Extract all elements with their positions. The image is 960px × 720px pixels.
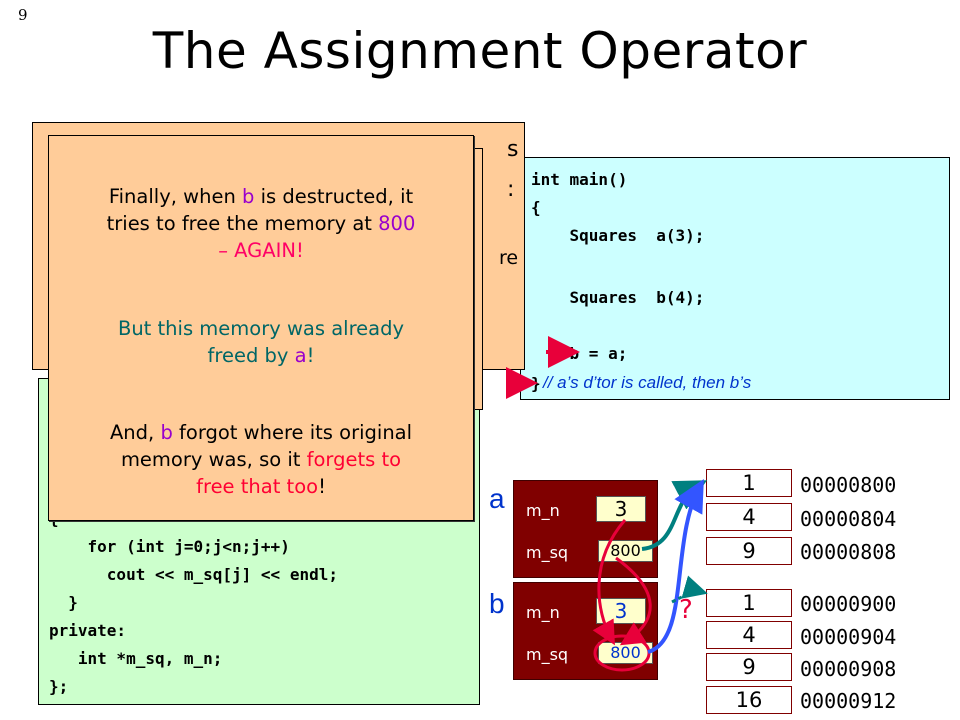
slide-number: 9 — [18, 6, 28, 24]
memory-cell: 4 — [706, 621, 792, 649]
memory-address: 00000900 — [800, 592, 897, 616]
m-n-field-value: 3 — [596, 496, 646, 522]
unknown-marker: ? — [679, 595, 693, 625]
callout-peek-text: s — [507, 137, 519, 162]
code-line: int main() — [531, 170, 628, 189]
memory-address: 00000800 — [800, 473, 897, 497]
memory-address: 00000804 — [800, 507, 897, 531]
code-line: private: — [49, 621, 127, 640]
callout-peek-text: : — [507, 177, 515, 202]
memory-cell: 1 — [706, 589, 792, 617]
slide-title: The Assignment Operator — [152, 22, 808, 80]
code-line: } — [531, 374, 541, 393]
memory-cell: 9 — [706, 653, 792, 681]
m-sq-field-value: 800 — [598, 642, 653, 664]
code-line: int *m_sq, m_n; — [49, 649, 223, 668]
object-a: m_n 3 m_sq 800 — [513, 480, 658, 578]
callout-paragraph-2: But this memory was already freed by a! — [117, 317, 405, 367]
code-line: Squares a(3); — [531, 226, 705, 245]
m-sq-field-name: m_sq — [526, 543, 569, 562]
m-n-field-value: 3 — [596, 598, 646, 624]
m-sq-field-name: m_sq — [526, 645, 569, 664]
object-b: m_n 3 m_sq 800 — [513, 582, 658, 680]
callout-paragraph-3: And, b forgot where its original memory … — [109, 421, 413, 498]
code-line: { — [531, 198, 541, 217]
memory-cell: 4 — [706, 503, 792, 531]
callout-paragraph-1: Finally, when b is destructed, it tries … — [106, 185, 416, 262]
destructor-comment: // a’s d’tor is called, then b’s — [543, 373, 752, 392]
memory-cell: 16 — [706, 686, 792, 714]
object-a-label: a — [489, 483, 505, 514]
m-n-field-name: m_n — [526, 501, 560, 520]
memory-address: 00000912 — [800, 689, 897, 713]
lost-pointer-arrow — [671, 575, 708, 604]
code-line: for (int j=0;j<n;j++) — [49, 537, 290, 556]
main-code-box: int main() { Squares a(3); Squares b(4);… — [520, 157, 950, 400]
code-line: }; — [49, 677, 69, 696]
code-line: } — [49, 593, 78, 612]
code-line: cout << m_sq[j] << endl; — [49, 565, 338, 584]
m-sq-field-value: 800 — [598, 540, 653, 562]
code-line: Squares b(4); — [531, 288, 705, 307]
callout-front: Finally, when b is destructed, it tries … — [48, 135, 474, 521]
memory-cell: 9 — [706, 537, 792, 565]
memory-address: 00000904 — [800, 625, 897, 649]
code-line: b = a; — [531, 344, 628, 363]
object-b-label: b — [489, 588, 505, 619]
m-n-field-name: m_n — [526, 603, 560, 622]
memory-cell: 1 — [706, 469, 792, 497]
memory-address: 00000808 — [800, 540, 897, 564]
memory-address: 00000908 — [800, 657, 897, 681]
callout-peek-text: re — [499, 247, 519, 269]
